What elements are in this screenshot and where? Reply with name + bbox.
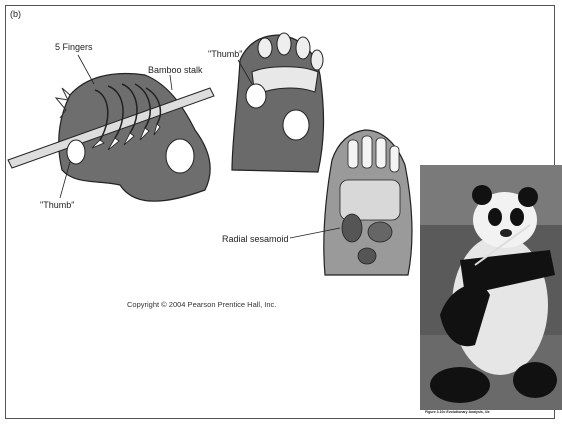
figure-caption: Figure 3.10c Evolutionary Analysis, 4/e (425, 410, 490, 414)
bamboo-stalk-label: Bamboo stalk (148, 65, 203, 75)
thumb-label-left: "Thumb" (40, 200, 74, 210)
copyright-text: Copyright © 2004 Pearson Prentice Hall, … (127, 300, 276, 309)
panda-photo-art (420, 165, 562, 410)
radial-sesamoid-label: Radial sesamoid (222, 234, 289, 244)
panda-photo (420, 165, 562, 410)
fingers-label: 5 Fingers (55, 42, 93, 52)
thumb-label-top: "Thumb" (208, 49, 242, 59)
grasping-paw (8, 55, 214, 201)
open-paw (232, 33, 324, 172)
panel-label: (b) (10, 9, 21, 19)
